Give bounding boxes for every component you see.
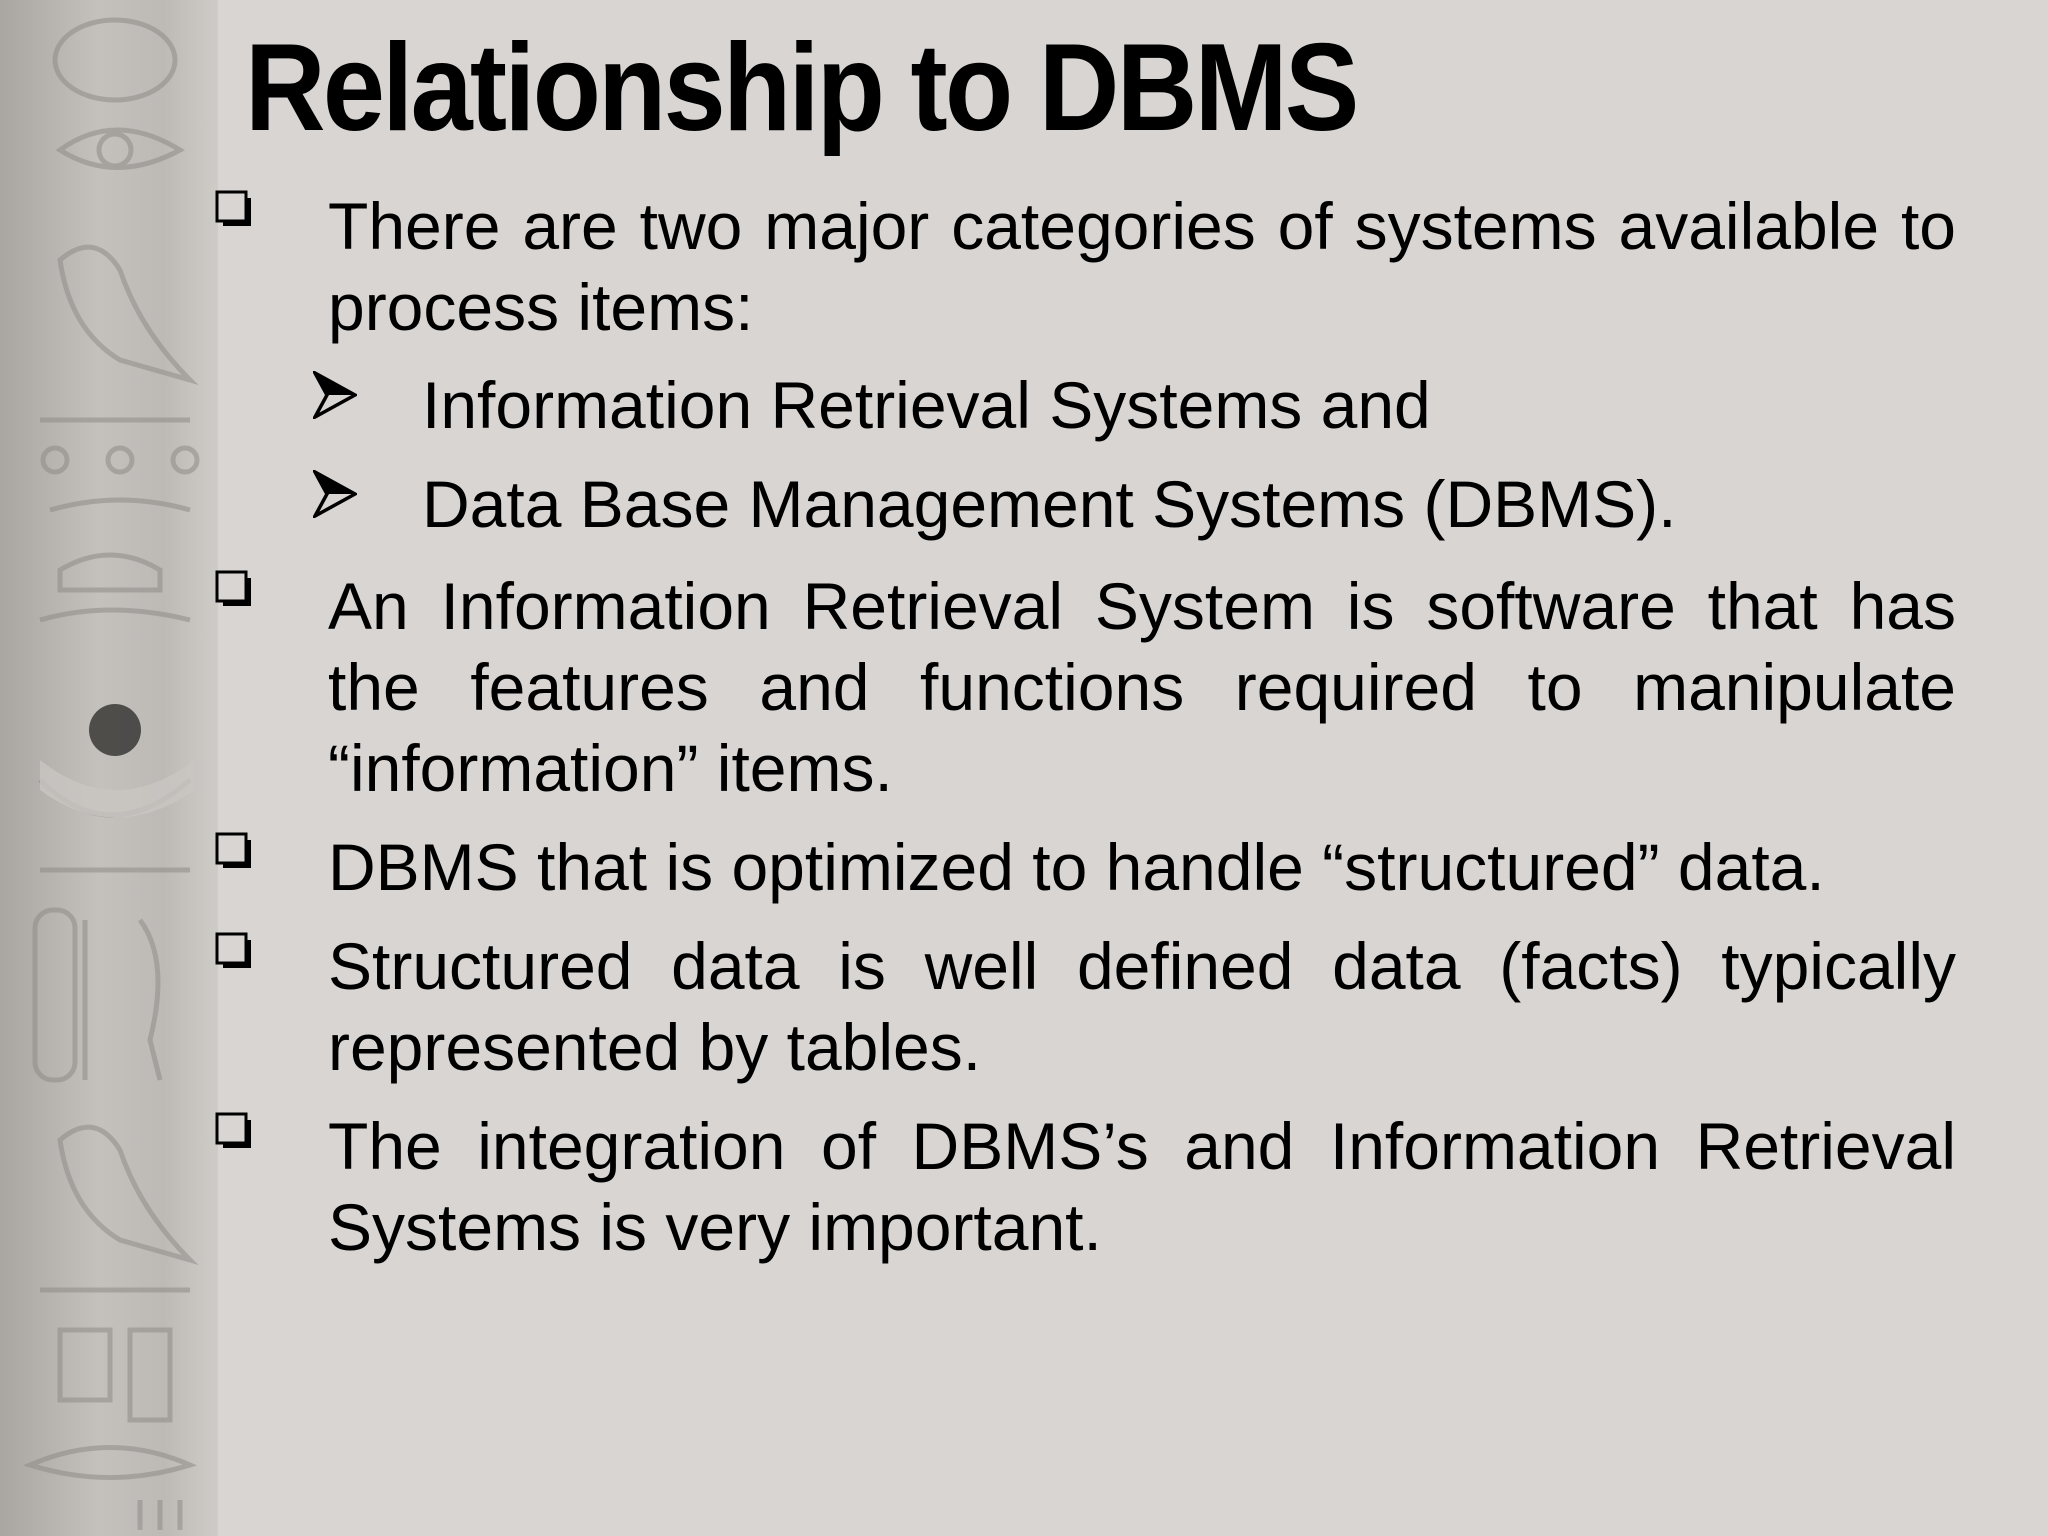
arrowhead-bullet-icon xyxy=(313,470,357,518)
hollow-square-bullet-icon xyxy=(215,832,251,868)
bullet-text: Structured data is well defined data (fa… xyxy=(328,929,1956,1084)
slide-title: Relationship to DBMS xyxy=(245,19,1359,157)
sub-bullet-text: Data Base Management Systems (DBMS). xyxy=(422,467,1677,541)
hollow-square-bullet-icon xyxy=(215,932,251,968)
hollow-square-bullet-icon xyxy=(215,1112,251,1148)
arrowhead-bullet-icon xyxy=(313,371,357,419)
dark-circle-icon xyxy=(89,704,141,756)
bullet-text: An Information Retrieval System is softw… xyxy=(328,569,1956,805)
bullet-text: DBMS that is optimized to handle “struct… xyxy=(328,830,1825,904)
hollow-square-bullet-icon xyxy=(215,570,251,606)
hollow-square-bullet-icon xyxy=(215,190,251,226)
bullet-text: There are two major categories of system… xyxy=(328,189,1956,344)
hieroglyph-relief-icon xyxy=(22,17,200,1530)
sub-bullet-text: Information Retrieval Systems and xyxy=(422,368,1431,442)
hieroglyph-stone-decoration xyxy=(0,0,218,1536)
bullet-text: The integration of DBMS’s and Informatio… xyxy=(328,1109,1956,1264)
